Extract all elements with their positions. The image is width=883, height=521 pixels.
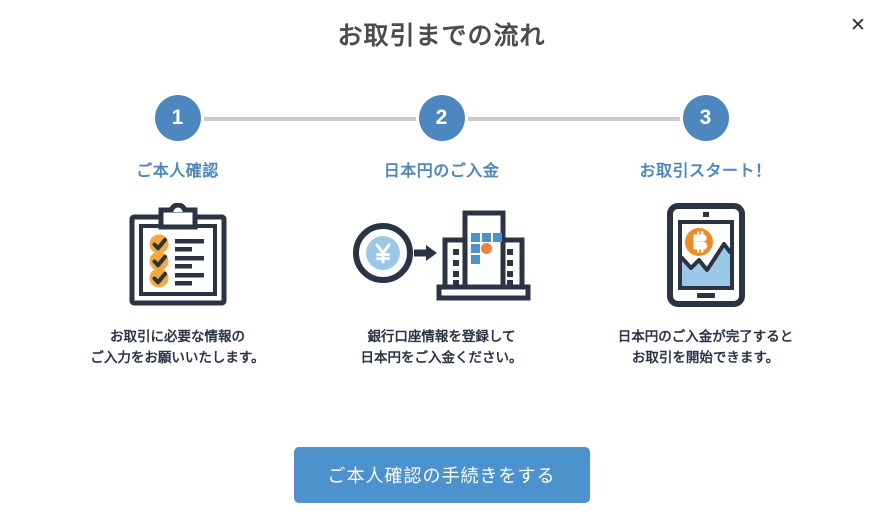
step-1: 1 ご本人確認 [46,95,310,368]
step-3-description: 日本円のご入金が完了すると お取引を開始できます。 [618,326,794,368]
step-3-label: お取引スタート！ [639,163,772,180]
step-connector-2 [462,117,704,121]
steps-container: 1 ご本人確認 [0,95,883,368]
step-1-number: 1 [154,95,201,141]
start-identity-verification-button[interactable]: ご本人確認の手続きをする [293,447,590,503]
step-2-description: 銀行口座情報を登録して 日本円をご入金ください。 [361,326,523,368]
step-2-description-line-1: 銀行口座情報を登録して [367,329,516,344]
step-1-description-line-2: ご入力をお願いいたします。 [90,350,265,365]
step-3: 3 お取引スタート！ [574,95,838,368]
step-2-number: 2 [418,95,465,141]
yen-coin-to-bank-icon [351,201,533,309]
step-3-description-line-1: 日本円のご入金が完了すると [617,329,794,344]
tablet-bitcoin-chart-icon [666,201,746,309]
close-icon[interactable]: ✕ [845,12,871,38]
step-connector-1 [197,117,439,121]
clipboard-checklist-icon [128,201,228,309]
step-2: 2 日本円のご入金 [310,95,574,368]
step-1-label: ご本人確認 [136,163,219,180]
step-2-label: 日本円のご入金 [383,163,500,180]
step-2-description-line-2: 日本円をご入金ください。 [360,350,523,365]
step-3-description-line-2: お取引を開始できます。 [631,350,780,365]
page-title: お取引までの流れ [337,22,546,50]
cta-row: ご本人確認の手続きをする [0,447,883,503]
step-1-description-line-1: お取引に必要な情報の [110,329,245,344]
step-3-number: 3 [682,95,729,141]
step-1-description: お取引に必要な情報の ご入力をお願いいたします。 [90,326,264,368]
